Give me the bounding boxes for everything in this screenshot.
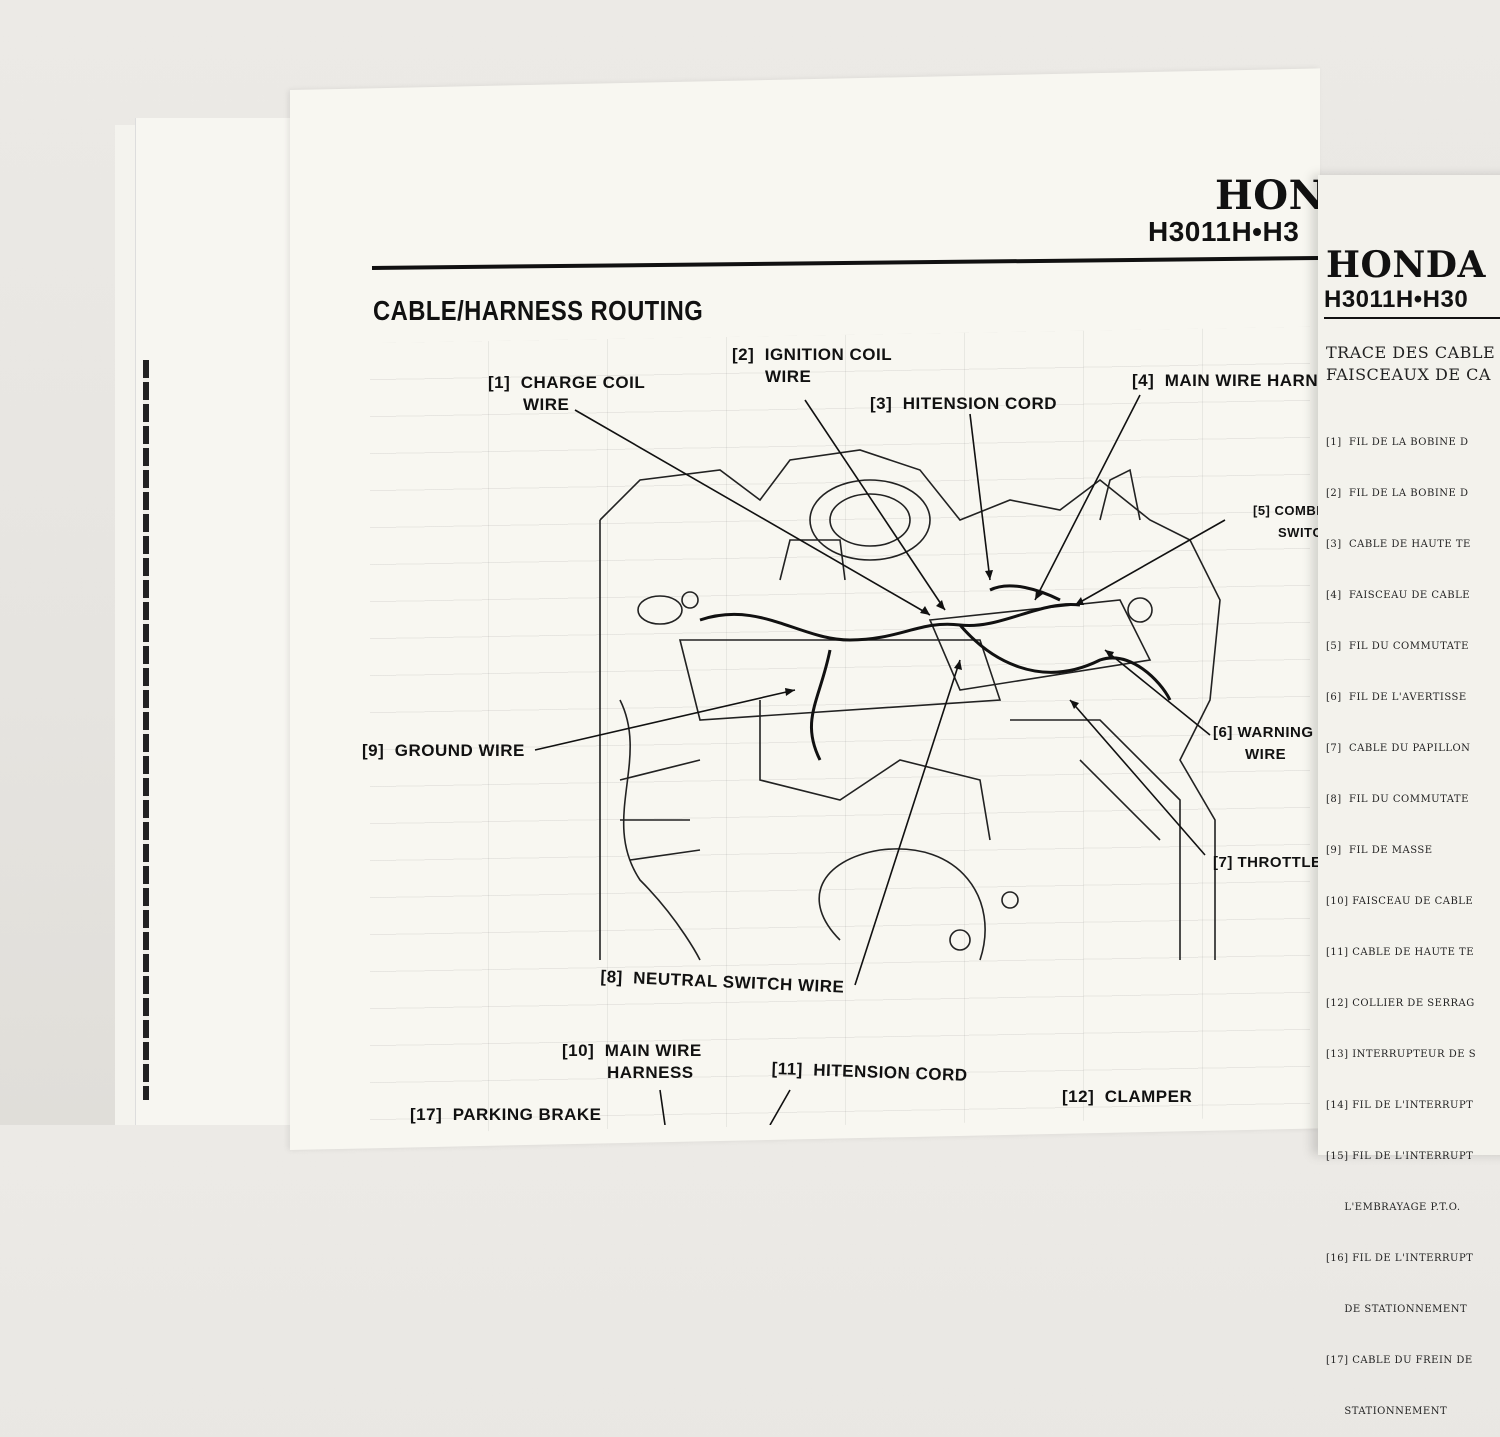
list-item: DE STATIONNEMENT	[1326, 1304, 1468, 1315]
list-item: STATIONNEMENT	[1326, 1406, 1448, 1417]
callout-label: HITENSION CORD	[813, 1060, 968, 1085]
callout-3: [3] HITENSION CORD	[870, 393, 1057, 415]
callout-label-line2: WIRE	[523, 395, 570, 414]
list-item: [8] FIL DU COMMUTATE	[1326, 794, 1469, 805]
callout-label: HITENSION CORD	[902, 394, 1058, 413]
callout-7: [7] THROTTLE	[1213, 852, 1322, 874]
list-item: [11] CABLE DE HAUTE TE	[1326, 947, 1475, 958]
right-page	[1318, 175, 1500, 1155]
french-heading: TRACE DES CABLE FAISCEAUX DE CA	[1326, 342, 1495, 386]
callout-label: CHARGE COIL	[520, 373, 646, 392]
callout-number: [6]	[1213, 724, 1233, 741]
list-item: [9] FIL DE MASSE	[1326, 845, 1433, 856]
list-item: [16] FIL DE L'INTERRUPT	[1326, 1253, 1474, 1264]
callout-17: [17] PARKING BRAKE	[410, 1104, 602, 1126]
callout-number: [2]	[732, 345, 755, 364]
callout-6: [6] WARNING WIRE	[1213, 722, 1314, 766]
callout-label: WARNING	[1237, 724, 1314, 741]
list-item: [12] COLLIER DE SERRAG	[1326, 998, 1475, 1009]
callout-label: MAIN WIRE	[604, 1041, 702, 1060]
callout-number: [17]	[410, 1105, 443, 1124]
callout-9: [9] GROUND WIRE	[362, 740, 525, 762]
callout-label: MAIN WIRE HARNE	[1164, 371, 1330, 390]
french-heading-line1: TRACE DES CABLE	[1326, 343, 1496, 362]
french-heading-line2: FAISCEAUX DE CA	[1326, 365, 1491, 384]
callout-10: [10] MAIN WIRE HARNESS	[562, 1040, 702, 1084]
list-item: L'EMBRAYAGE P.T.O.	[1326, 1202, 1461, 1213]
page-stack-edge	[135, 118, 296, 1125]
brand-logo-right: HONDA	[1326, 244, 1486, 286]
callout-2: [2] IGNITION COIL WIRE	[732, 344, 892, 388]
french-parts-list: [1] FIL DE LA BOBINE D [2] FIL DE LA BOB…	[1326, 400, 1476, 1437]
list-item: [2] FIL DE LA BOBINE D	[1326, 488, 1469, 499]
callout-label: CLAMPER	[1104, 1087, 1193, 1106]
list-item: [17] CABLE DU FREIN DE	[1326, 1355, 1473, 1366]
callout-number: [10]	[562, 1041, 595, 1060]
model-number-right: H3011H•H30	[1324, 286, 1469, 313]
callout-number: [8]	[600, 966, 624, 987]
list-item: [4] FAISCEAU DE CABLE	[1326, 590, 1471, 601]
callout-label: COMBI	[1274, 503, 1321, 518]
callout-label: IGNITION COIL	[764, 345, 893, 364]
engine-diagram	[371, 256, 1319, 1125]
list-item: [6] FIL DE L'AVERTISSE	[1326, 692, 1467, 703]
callout-12: [12] CLAMPER	[1062, 1086, 1192, 1108]
callout-number: [3]	[870, 394, 893, 413]
list-item: [10] FAISCEAU DE CABLE	[1326, 896, 1474, 907]
list-item: [14] FIL DE L'INTERRUPT	[1326, 1100, 1474, 1111]
callout-label: THROTTLE	[1237, 854, 1322, 871]
list-item: [3] CABLE DE HAUTE TE	[1326, 539, 1471, 550]
list-item: [15] FIL DE L'INTERRUPT	[1326, 1151, 1474, 1162]
list-item: [7] CABLE DU PAPILLON	[1326, 743, 1471, 754]
right-header-rule	[1324, 317, 1500, 319]
model-number-left: H3011H•H3	[1148, 216, 1300, 247]
section-title: CABLE/HARNESS ROUTING	[373, 295, 704, 326]
callout-label: PARKING BRAKE	[452, 1105, 602, 1124]
list-item: [5] FIL DU COMMUTATE	[1326, 641, 1469, 652]
callout-label-line2: WIRE	[1245, 746, 1287, 763]
callout-label-line2: HARNESS	[607, 1063, 694, 1082]
callout-number: [12]	[1062, 1087, 1095, 1106]
list-item: [1] FIL DE LA BOBINE D	[1326, 437, 1469, 448]
callout-number: [11]	[771, 1058, 804, 1080]
callout-number: [4]	[1132, 371, 1155, 390]
binding-spine	[143, 360, 149, 1100]
callout-4: [4] MAIN WIRE HARNE	[1132, 370, 1330, 392]
callout-number: [7]	[1213, 854, 1233, 871]
list-item: [13] INTERRUPTEUR DE S	[1326, 1049, 1477, 1060]
brand-logo-left: HON	[1215, 172, 1326, 219]
callout-number: [1]	[488, 373, 511, 392]
callout-1: [1] CHARGE COIL WIRE	[488, 372, 645, 416]
callout-number: [5]	[1253, 503, 1271, 518]
callout-label: GROUND WIRE	[394, 741, 525, 760]
callout-label-line2: WIRE	[765, 367, 812, 386]
callout-number: [9]	[362, 741, 385, 760]
